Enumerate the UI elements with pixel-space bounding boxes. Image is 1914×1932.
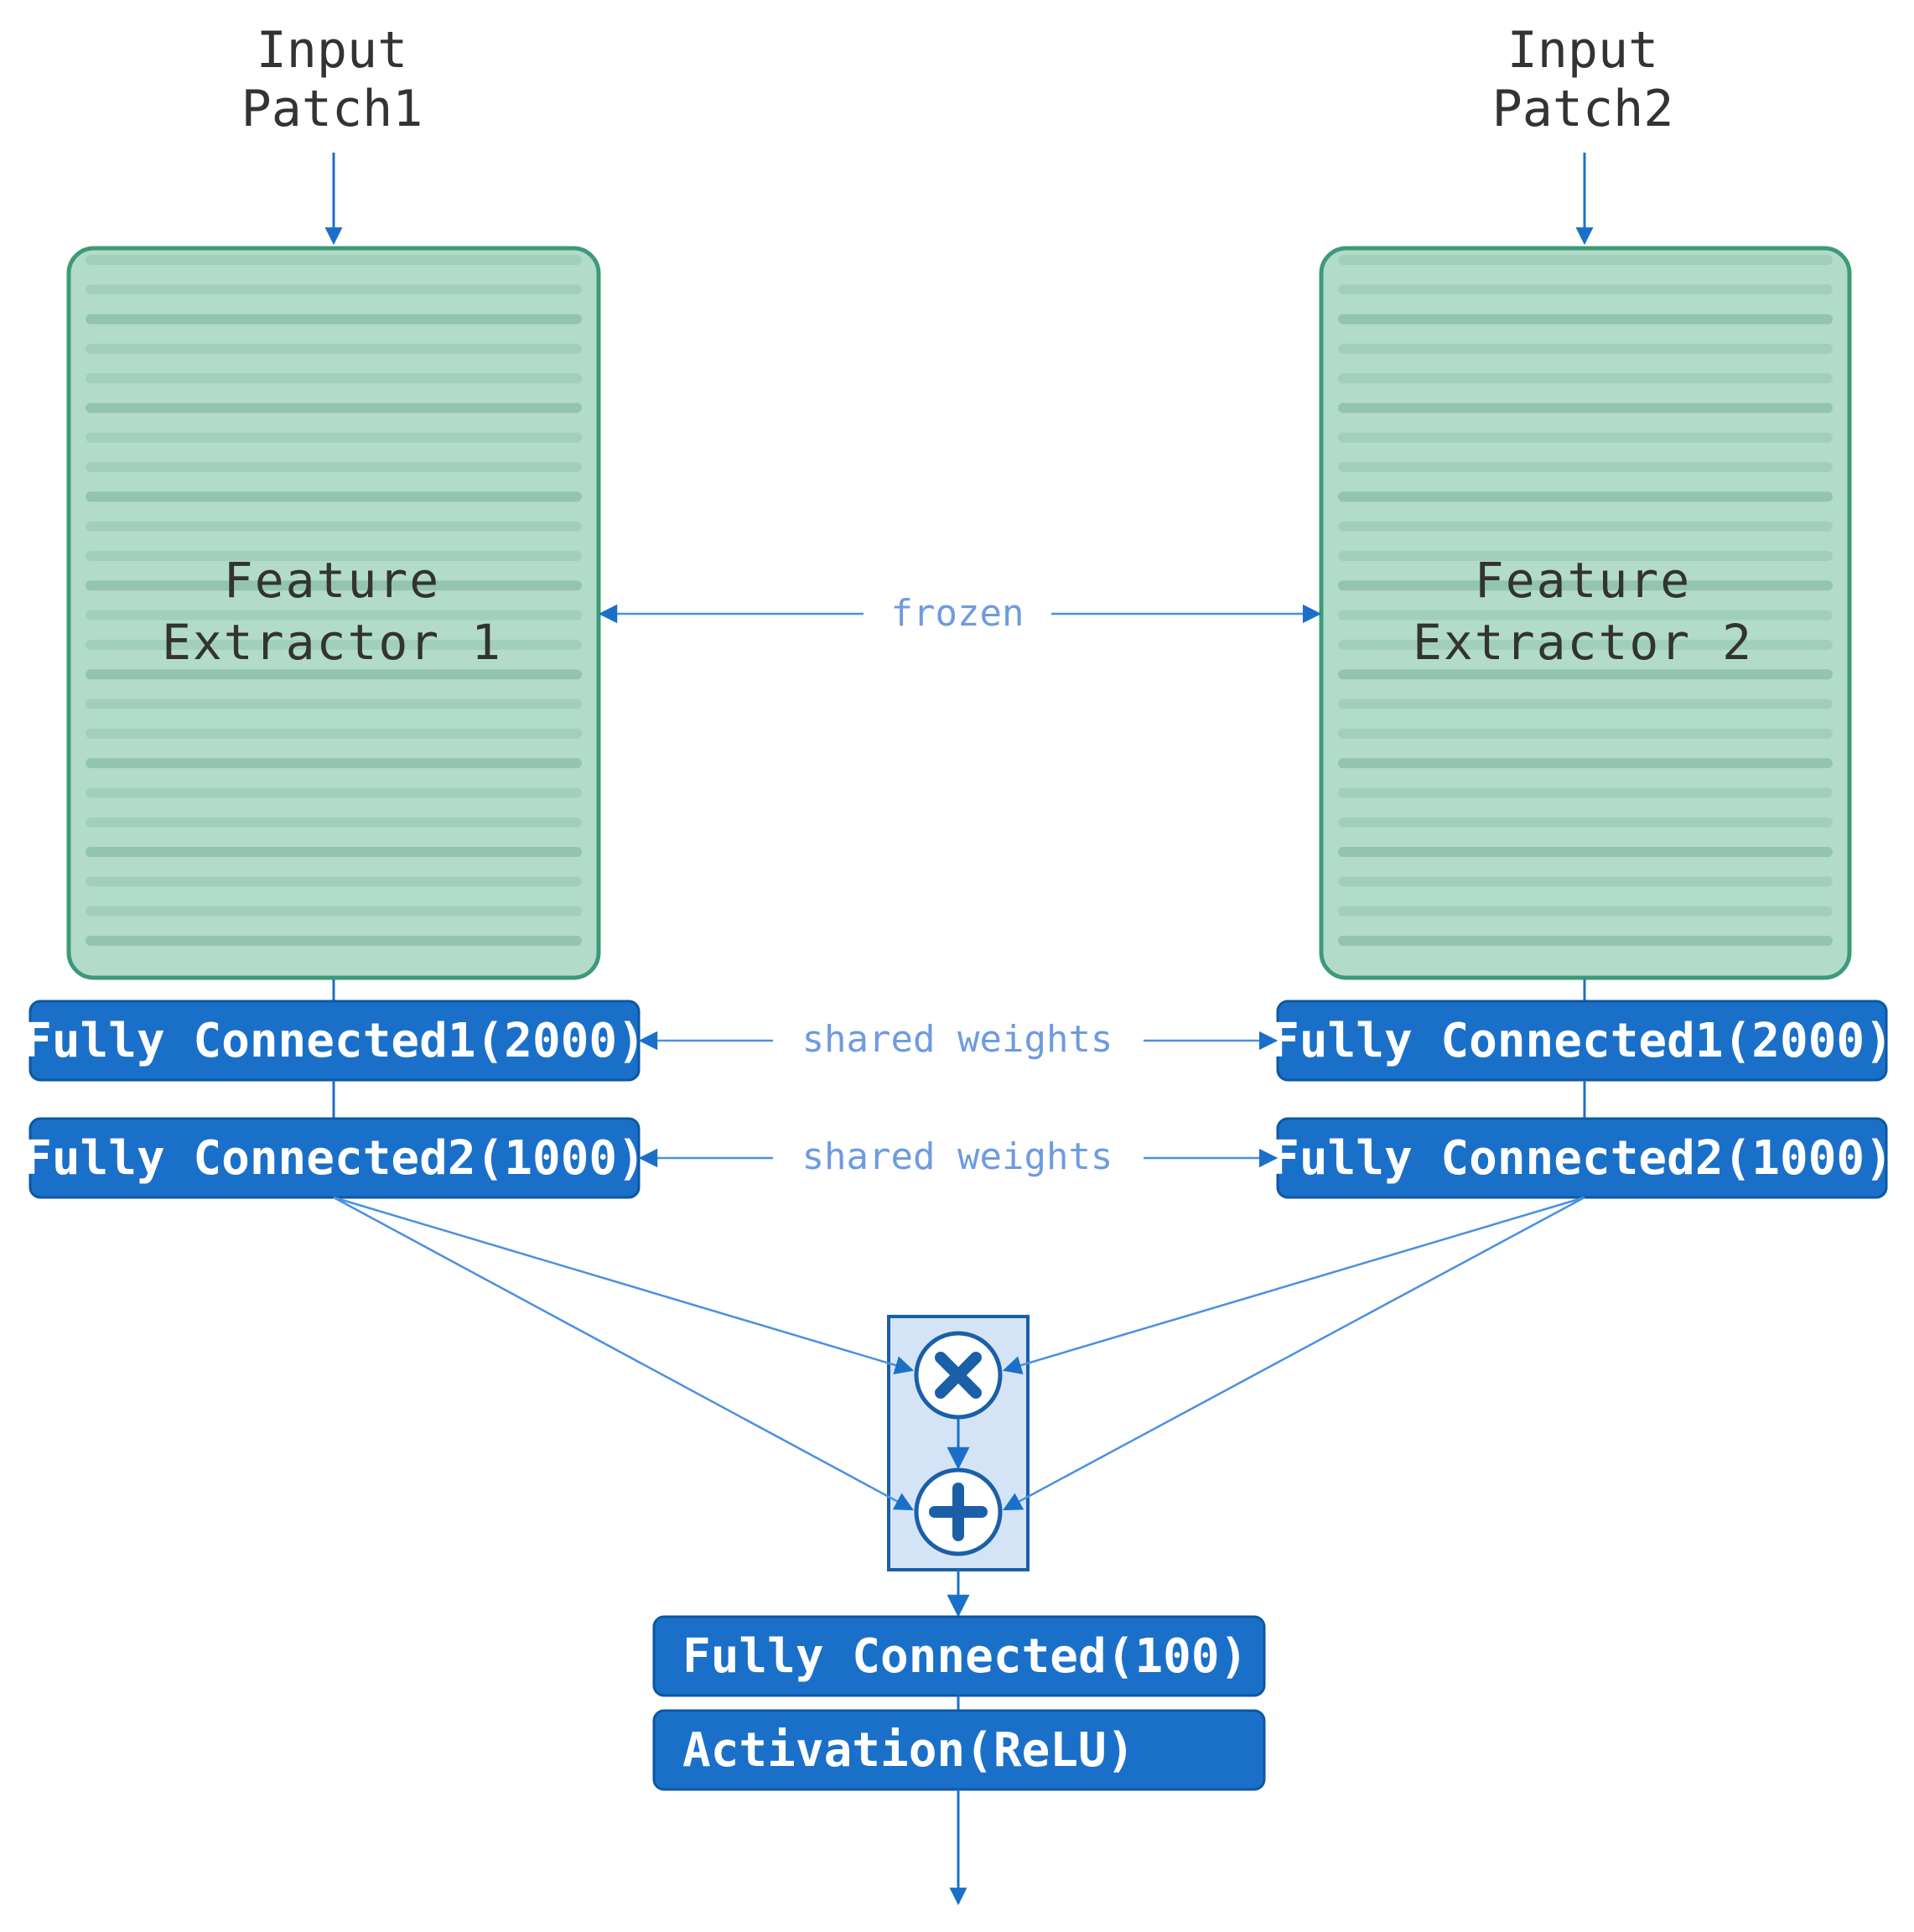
extractor-layer-stripe [86,610,582,621]
extractor-layer-stripe [1338,817,1833,828]
extractor-layer-stripe [86,373,582,384]
extractor-layer-stripe [1338,284,1833,295]
extractor-layer-stripe [86,699,582,709]
extractor-layer-stripe [1338,343,1833,354]
activation-label: Activation(ReLU) [682,1723,1134,1778]
extractor-layer-stripe [86,521,582,532]
extractor-layer-stripe [86,639,582,650]
feature-extractor-1-line1: Feature [224,552,440,609]
right-fc1-label: Fully Connected1(2000) [1271,1014,1893,1068]
input-patch2-line1: Input [1507,21,1659,80]
extractor-layer-stripe [1338,847,1833,857]
extractor-layer-stripe [1338,728,1833,739]
head-fc-label: Fully Connected(100) [682,1629,1247,1684]
extractor-layer-stripe [86,876,582,887]
extractor-layer-stripe [86,284,582,295]
right-fc2-to-multiply [1002,1196,1585,1375]
extractor-layer-stripe [86,343,582,354]
extractor-layer-stripe [86,432,582,443]
extractor-layer-stripe [86,314,582,325]
extractor-layer-stripe [1338,580,1833,591]
feature-extractor-2: Feature Extractor 2 [1319,246,1852,980]
extractor-layer-stripe [1338,491,1833,502]
shared-weights-label-1: shared weights [802,1018,1113,1061]
extractor-layer-stripe [1338,255,1833,265]
extractor-layer-stripe [1338,876,1833,887]
extractor-layer-stripe [1338,669,1833,680]
extractor-layer-stripe [86,491,582,502]
extractor-layer-stripe [1338,787,1833,798]
extractor-layer-stripe [86,255,582,265]
input-patch2-line2: Patch2 [1492,80,1674,138]
extractor-layer-stripe [1338,373,1833,384]
extractor-layer-stripe [86,906,582,917]
extractor-layer-stripe [1338,610,1833,621]
extractor-layer-stripe [1338,462,1833,473]
extractor-layer-stripe [86,551,582,561]
left-fc1-label: Fully Connected1(2000) [23,1014,646,1068]
feature-extractor-1-line2: Extractor 1 [162,614,502,671]
right-fc2-to-add [1003,1196,1585,1511]
extractor-layer-stripe [1338,906,1833,917]
shared-weights-label-2: shared weights [802,1135,1113,1178]
left-fc2-to-multiply [333,1196,915,1374]
plus-icon [914,1467,1003,1556]
extractor-layer-stripe [1338,699,1833,709]
extractor-layer-stripe [1338,551,1833,561]
frozen-label: frozen [891,592,1024,635]
extractor-layer-stripe [86,817,582,828]
extractor-layer-stripe [1338,758,1833,769]
extractor-layer-stripe [86,728,582,739]
left-fc2-label: Fully Connected2(1000) [23,1131,646,1186]
left-fc2-to-add [333,1196,914,1511]
right-fc2-label: Fully Connected2(1000) [1271,1131,1893,1186]
extractor-layer-stripe [1338,639,1833,650]
multiply-icon [914,1331,1003,1420]
extractor-layer-stripe [1338,314,1833,325]
extractor-layer-stripe [86,580,582,591]
extractor-layer-stripe [86,847,582,857]
extractor-layer-stripe [86,935,582,946]
extractor-layer-stripe [86,402,582,413]
feature-extractor-2-line2: Extractor 2 [1413,614,1753,671]
extractor-2-layer-stripes [1338,255,1833,946]
extractor-layer-stripe [86,462,582,473]
extractor-layer-stripe [1338,402,1833,413]
extractor-layer-stripe [1338,432,1833,443]
extractor-layer-stripe [86,787,582,798]
input-patch1-line1: Input [257,21,408,80]
extractor-layer-stripe [86,669,582,680]
feature-extractor-2-line1: Feature [1475,552,1691,609]
extractor-layer-stripe [86,758,582,769]
extractor-1-layer-stripes [86,255,582,946]
input-patch1-line2: Patch1 [241,80,423,138]
feature-extractor-1: Feature Extractor 1 [66,246,601,980]
extractor-layer-stripe [1338,935,1833,946]
extractor-layer-stripe [1338,521,1833,532]
